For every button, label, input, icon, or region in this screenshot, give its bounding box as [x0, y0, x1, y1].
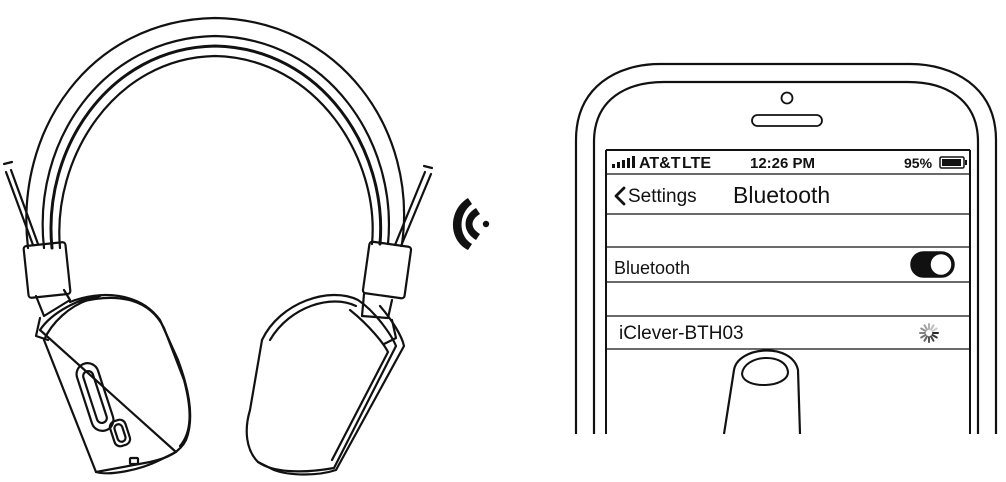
device-name: iClever-BTH03	[619, 323, 744, 344]
usb-port	[108, 418, 132, 448]
clock: 12:26 PM	[750, 155, 815, 172]
headphones	[2, 16, 434, 476]
left-earcup	[38, 293, 192, 475]
spinner-tick	[923, 335, 928, 342]
nav-bar: Settings Bluetooth	[614, 182, 830, 208]
left-hinge	[22, 241, 72, 342]
spinner-tick	[920, 334, 927, 339]
screen-title: Bluetooth	[733, 182, 830, 208]
bluetooth-toggle-row: Bluetooth	[614, 251, 955, 278]
carrier-label: AT&T	[639, 155, 681, 172]
spinner-tick	[931, 327, 938, 332]
led-indicator	[128, 456, 140, 466]
toggle-knob	[929, 252, 953, 277]
finger	[722, 349, 802, 435]
chevron-left-icon	[614, 186, 626, 206]
fingernail	[740, 357, 790, 387]
battery-fill	[942, 159, 961, 166]
right-antenna	[393, 164, 434, 248]
spinner-tick	[931, 334, 938, 339]
loading-spinner-icon	[919, 323, 939, 343]
network-label: LTE	[682, 155, 711, 172]
spinner-tick	[920, 327, 927, 332]
spinner-tick	[930, 335, 935, 342]
spinner-tick	[923, 324, 928, 331]
right-earcup	[245, 293, 406, 476]
wireless-signal-icon	[453, 198, 490, 250]
device-row[interactable]: iClever-BTH03	[619, 323, 939, 344]
phone-body	[574, 62, 998, 434]
front-camera	[780, 91, 794, 105]
status-bar: AT&T LTE 12:26 PM 95%	[612, 155, 967, 172]
left-antenna	[2, 160, 40, 247]
earpiece-speaker	[751, 114, 823, 127]
smartphone: AT&T LTE 12:26 PM 95% Settings Bluetooth	[574, 62, 998, 435]
bluetooth-toggle[interactable]	[910, 251, 955, 278]
battery-percent: 95%	[904, 155, 933, 171]
bluetooth-row-label: Bluetooth	[614, 258, 690, 278]
back-button[interactable]: Settings	[614, 186, 697, 207]
spinner-tick	[930, 324, 935, 331]
volume-slider	[75, 362, 115, 432]
headband	[25, 16, 406, 250]
battery-icon	[939, 156, 967, 169]
back-label: Settings	[628, 186, 697, 207]
signal-bars-icon	[612, 156, 635, 168]
phone-screen: AT&T LTE 12:26 PM 95% Settings Bluetooth	[605, 149, 971, 435]
